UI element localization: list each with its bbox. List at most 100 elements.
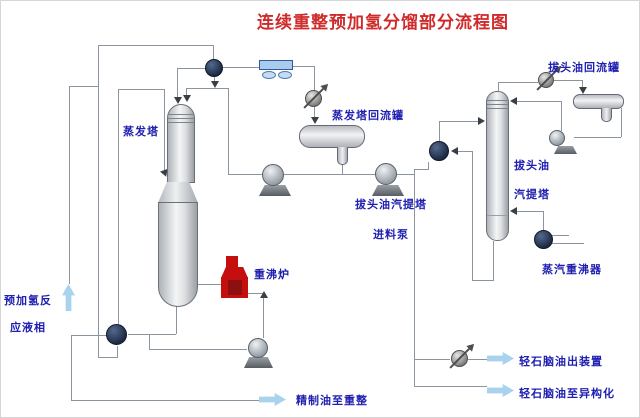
label-stripper-line2: 汽提塔	[514, 189, 550, 201]
reflux-pump	[262, 164, 284, 186]
pipe	[69, 86, 98, 87]
pipe	[118, 89, 119, 325]
stripper-feed-pump	[375, 163, 397, 185]
label-feed-line1: 预加氢反	[4, 295, 52, 307]
pipe	[128, 334, 176, 335]
stripper-tray-band	[487, 100, 508, 110]
stripper-reflux-pump-base	[554, 146, 577, 154]
label-naphtha-isom: 轻石脑油至异构化	[519, 388, 615, 400]
pipe	[515, 211, 543, 212]
label-furnace: 重沸炉	[254, 269, 290, 281]
pipe	[186, 88, 228, 89]
label-steam-reboiler: 蒸汽重沸器	[542, 264, 602, 276]
label-feed-pump-line2: 进料泵	[373, 229, 409, 241]
pipe	[554, 80, 582, 81]
overhead-exchanger	[205, 59, 223, 77]
pipe	[621, 108, 622, 137]
arrowhead	[183, 95, 191, 102]
pipe	[314, 106, 315, 120]
pipe	[197, 284, 222, 285]
arrowhead	[174, 97, 182, 104]
pipe	[414, 169, 429, 170]
pipe	[493, 241, 494, 281]
pipe	[98, 357, 118, 358]
pipe	[149, 334, 150, 350]
pipe	[428, 162, 429, 170]
label-topped-oil-reflux-drum: 拔头油回流罐	[548, 62, 620, 74]
label-naphtha-out: 轻石脑油出装置	[519, 356, 603, 368]
reboiler-pump-base	[244, 357, 273, 368]
arrowhead	[311, 117, 319, 124]
pipe	[71, 335, 107, 336]
pipe	[582, 80, 583, 88]
pipe	[293, 66, 315, 67]
label-evap-reflux-drum: 蒸发塔回流罐	[332, 110, 404, 122]
arrowhead	[260, 291, 268, 298]
pipe	[176, 306, 177, 334]
pipe	[71, 400, 259, 401]
topped-oil-reflux-drum-boot	[601, 108, 612, 122]
pipe	[186, 88, 187, 98]
stripper-reflux-pump	[549, 130, 565, 146]
arrowhead	[451, 147, 458, 155]
pipe	[177, 68, 178, 100]
diagram-title: 连续重整预加氢分馏部分流程图	[257, 13, 509, 32]
stripper-section-line	[487, 215, 508, 216]
pipe	[456, 151, 473, 152]
air-cooler-fan-icon	[278, 71, 292, 79]
evaporator-column-body	[158, 202, 198, 307]
pipe	[439, 121, 481, 122]
furnace-shoulder	[221, 267, 248, 278]
pipe	[515, 101, 561, 102]
evap-reflux-drum-vessel	[299, 125, 365, 148]
pipe	[71, 335, 72, 400]
pipe	[117, 346, 118, 358]
stripper-column	[486, 91, 509, 241]
arrowhead	[510, 97, 517, 105]
naphtha-out-stream-arrow	[487, 352, 514, 365]
pipe	[574, 137, 621, 138]
pipe	[177, 68, 206, 69]
pipe	[118, 89, 164, 90]
pipe	[164, 89, 165, 173]
naphtha-isom-stream-arrow	[487, 384, 514, 397]
pipe	[552, 243, 584, 244]
air-cooler	[259, 60, 293, 70]
pipe	[498, 82, 538, 83]
arrowhead	[579, 87, 587, 94]
pipe	[468, 359, 487, 360]
arrowhead	[478, 117, 485, 125]
pipe	[414, 359, 450, 360]
pipe	[498, 82, 499, 91]
reboiler-pump	[248, 338, 268, 358]
pipe	[98, 45, 214, 46]
label-refined-oil: 精制油至重整	[296, 395, 368, 407]
pipe	[69, 86, 70, 284]
pipe	[561, 101, 562, 131]
furnace-neck	[226, 256, 238, 268]
pipe	[414, 386, 487, 387]
arrowhead	[510, 207, 517, 215]
label-feed-line2: 应液相	[10, 322, 46, 334]
pipe	[342, 165, 343, 174]
pipe	[414, 169, 415, 387]
pipe	[228, 174, 415, 175]
air-cooler-fan-icon	[262, 71, 276, 79]
pipe	[543, 211, 544, 230]
steam-reboiler-exchanger	[534, 230, 553, 249]
pipe	[472, 151, 473, 280]
label-evaporator: 蒸发塔	[123, 126, 159, 138]
pipe	[248, 293, 264, 294]
pipe	[98, 45, 99, 358]
pipe	[213, 45, 214, 60]
refined-oil-stream-arrow	[259, 393, 286, 406]
label-feed-pump-line1: 拔头油汽提塔	[355, 199, 427, 211]
pipe	[314, 66, 315, 91]
arrowhead	[211, 81, 219, 88]
pipe	[472, 280, 494, 281]
furnace-firebox	[228, 280, 242, 295]
pipe	[439, 121, 440, 141]
evap-reflux-drum-boot	[337, 147, 348, 165]
feed-stream-arrow	[62, 284, 75, 311]
